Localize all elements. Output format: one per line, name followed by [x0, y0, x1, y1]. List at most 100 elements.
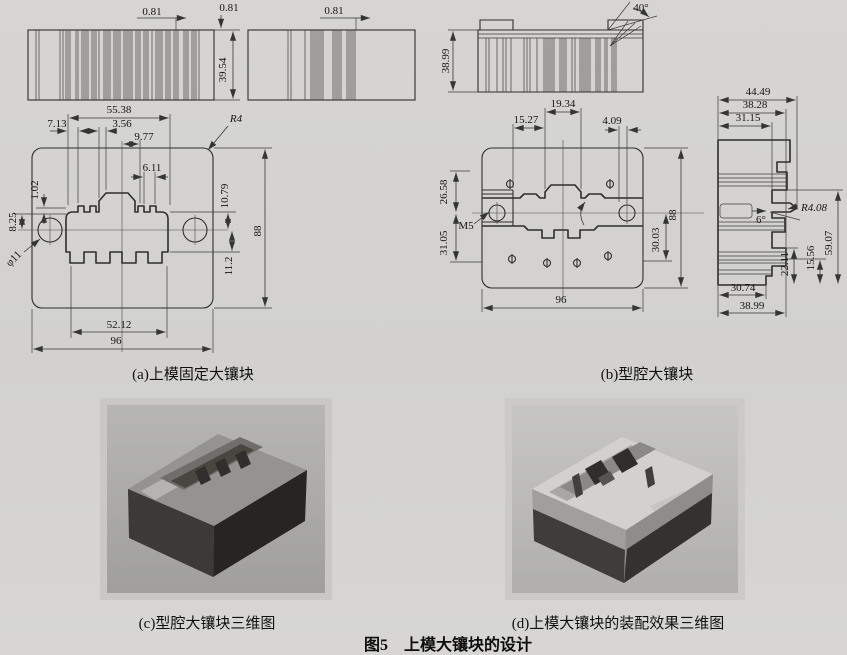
- screw-symbols: [505, 179, 615, 268]
- dim-top-width: 55.38: [107, 104, 132, 116]
- ext-lines: [717, 96, 798, 247]
- cavity-profile-top: [482, 184, 643, 199]
- strip-view-left: 0.81 0.81 39.54: [27, 2, 240, 101]
- block-right-lower: [624, 493, 712, 583]
- view-a-outline: [31, 147, 214, 309]
- center-leader-arc: [577, 201, 586, 226]
- ext-lines: [143, 172, 156, 204]
- ext-lines: [450, 170, 482, 263]
- block-channel-dark: [171, 444, 254, 488]
- view-a: 55.38 7.13 3.56 9.77 R4 6.11 10.79 11.2 …: [4, 104, 272, 383]
- dim-center-offset: 9.77: [134, 131, 154, 143]
- ext-lines: [67, 114, 171, 205]
- cavity-profile-bottom: [482, 225, 643, 239]
- caption-c: (c)型腔大镶块三维图: [139, 614, 276, 632]
- view-b-label: (b)型腔大镶块: [601, 365, 694, 383]
- strip-view-mid: 0.81: [247, 5, 416, 101]
- stripes: [485, 38, 617, 92]
- radius-leader: [787, 203, 799, 210]
- ext-lines: [14, 207, 66, 215]
- block-top-face: [128, 434, 307, 526]
- dim-inner-width: 52.12: [107, 319, 132, 331]
- strip-mid-outline: [247, 29, 416, 101]
- dim-width-min: 31.15: [736, 112, 761, 124]
- thread-leader: [473, 211, 490, 225]
- dim-corner-radius: R4: [229, 113, 243, 125]
- ext-lines: [170, 211, 240, 253]
- strip-view-right: 40° 38.99: [440, 1, 658, 93]
- ext-lines: [448, 29, 478, 93]
- dim-tip-radius: R4.08: [800, 202, 827, 214]
- block-front-lower: [533, 509, 625, 583]
- stripes: [287, 30, 356, 100]
- strip-left-outline: [27, 29, 215, 101]
- cavity-detail: [215, 458, 231, 477]
- angle-arc-arrow: [632, 7, 650, 18]
- centerlines: [18, 141, 228, 352]
- dim-height: 88: [667, 209, 679, 221]
- stripes: [35, 30, 200, 100]
- radius-leader: [207, 125, 229, 151]
- dim-tooth: 6.11: [143, 162, 162, 174]
- left-block-lines: [482, 189, 514, 226]
- dim-bottom-width2: 38.99: [740, 300, 765, 312]
- dim-thread: M5: [458, 220, 474, 232]
- dim-hole-drop: 10.79: [219, 183, 231, 208]
- side-view: 6° 44.49 38.28 31.15 R4.08 59.07 15.56 2…: [717, 86, 843, 317]
- dim-left-span: 15.27: [514, 114, 539, 126]
- ext-lines: [214, 147, 272, 309]
- dim-hole-up: 8.25: [7, 212, 19, 232]
- dim-width-mid: 38.28: [743, 99, 768, 111]
- dim-right-lower: 30.03: [650, 227, 662, 252]
- keyway-slot: [719, 203, 753, 219]
- ext-lines: [77, 127, 107, 203]
- dim-height: 88: [252, 225, 264, 237]
- ext-lines: [214, 29, 240, 101]
- dim-width: 96: [111, 335, 123, 347]
- dim-lower: 31.05: [438, 230, 450, 255]
- render-d-image: [505, 398, 745, 600]
- pin: [572, 473, 583, 498]
- dim-lower: 11.2: [223, 257, 235, 276]
- lamination-lines: [718, 173, 787, 275]
- dim-height-step: 15.56: [805, 245, 817, 270]
- render-c-image: [100, 398, 332, 600]
- dim-left-offset: 7.13: [47, 118, 67, 130]
- dim-slot-width: 0.81: [142, 6, 161, 18]
- dim-step-h: 1.02: [29, 180, 41, 199]
- wedge-angle-leg: [769, 211, 801, 221]
- ext-lines: [643, 147, 688, 289]
- dim-height-right: 59.07: [823, 230, 835, 255]
- strip-right-outline: [477, 29, 644, 93]
- ext-lines: [717, 189, 843, 317]
- strip-right-tabs: [479, 19, 644, 30]
- angle-legs: [607, 1, 658, 31]
- block-front-face: [128, 489, 214, 577]
- dim-height: 39.54: [217, 57, 229, 82]
- figure-caption: 图5 上模大镶块的设计: [364, 635, 532, 654]
- insert-profile: [65, 192, 169, 264]
- dim-pin-offset: 4.09: [602, 115, 622, 127]
- caption-d: (d)上模大镶块的装配效果三维图: [512, 614, 725, 632]
- hole-crosshairs: [49, 215, 196, 245]
- centerlines: [472, 140, 704, 298]
- dim-width: 96: [556, 294, 568, 306]
- dim-width-max: 44.49: [746, 86, 771, 98]
- pin: [645, 466, 655, 488]
- dim-slot-width: 0.81: [324, 5, 343, 17]
- block-right-face: [213, 470, 307, 577]
- dim-wedge-angle: 6°: [756, 214, 766, 226]
- mounted-component: [612, 448, 638, 473]
- view-a-label: (a)上模固定大镶块: [132, 365, 254, 383]
- hole-leader: [23, 238, 41, 253]
- dim-bottom-width: 30.74: [731, 282, 756, 294]
- cavity-detail: [195, 466, 211, 485]
- mounted-component-small: [598, 471, 615, 486]
- dim-height: 38.99: [440, 48, 452, 73]
- dim-height-lower: 22.11: [779, 252, 791, 276]
- dim-bump-width: 19.34: [551, 98, 576, 110]
- dim-chamfer-angle: 40°: [633, 2, 648, 14]
- ext-lines: [31, 266, 214, 353]
